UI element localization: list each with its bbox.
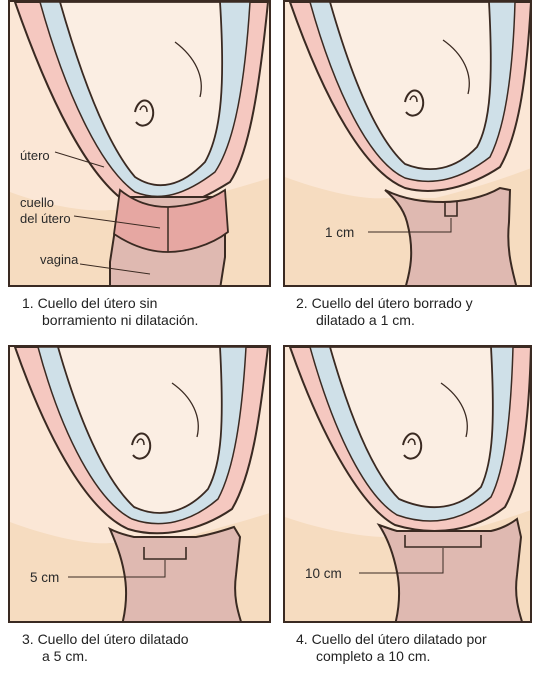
label-cuello-line2: del útero [20, 211, 71, 226]
illustration-2: 1 cm [285, 2, 532, 287]
measure-label-4: 10 cm [305, 566, 342, 581]
panel-4-cervix-10cm: 10 cm [283, 345, 532, 623]
caption-2-line2: dilatado a 1 cm. [296, 312, 473, 329]
label-vagina: vagina [40, 252, 79, 267]
caption-2-line1: 2. Cuello del útero borrado y [296, 295, 473, 312]
caption-3: 3. Cuello del útero dilatado a 5 cm. [22, 631, 189, 665]
panel-1-cervix-closed: útero cuello del útero vagina [8, 0, 271, 287]
caption-1: 1. Cuello del útero sin borramiento ni d… [22, 295, 198, 329]
illustration-3: 5 cm [10, 347, 271, 623]
label-utero: útero [20, 148, 50, 163]
caption-4-line1: 4. Cuello del útero dilatado por [296, 631, 487, 648]
panel-2-cervix-1cm: 1 cm [283, 0, 532, 287]
panel-3-cervix-5cm: 5 cm [8, 345, 271, 623]
label-cuello-line1: cuello [20, 195, 54, 210]
caption-2: 2. Cuello del útero borrado y dilatado a… [296, 295, 473, 329]
caption-3-line2: a 5 cm. [22, 648, 189, 665]
caption-1-line1: 1. Cuello del útero sin [22, 295, 198, 312]
caption-1-line2: borramiento ni dilatación. [22, 312, 198, 329]
measure-label-2: 1 cm [325, 225, 354, 240]
caption-4-line2: completo a 10 cm. [296, 648, 487, 665]
measure-label-3: 5 cm [30, 570, 59, 585]
caption-4: 4. Cuello del útero dilatado por complet… [296, 631, 487, 665]
caption-3-line1: 3. Cuello del útero dilatado [22, 631, 189, 648]
illustration-1: útero cuello del útero vagina [10, 2, 271, 287]
illustration-4: 10 cm [285, 347, 532, 623]
